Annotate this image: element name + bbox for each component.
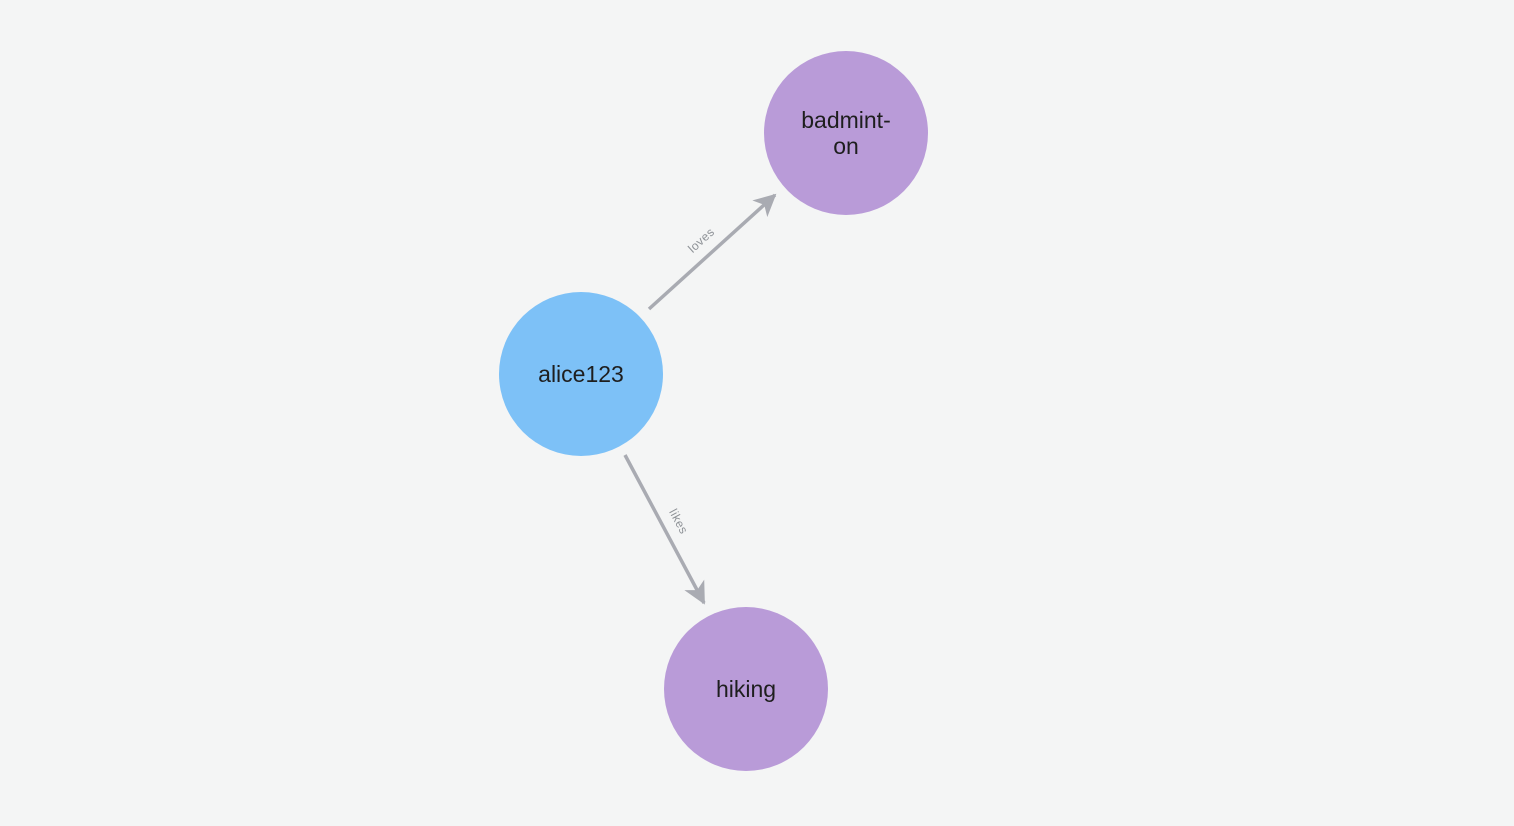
node-circle-hiking[interactable] [664, 607, 828, 771]
node-hiking[interactable]: hiking [664, 607, 828, 771]
node-circle-badminton[interactable] [764, 51, 928, 215]
edge-line[interactable] [623, 454, 706, 605]
node-badminton[interactable]: badmint-on [764, 51, 928, 215]
edge-line[interactable] [647, 193, 777, 311]
node-alice123[interactable]: alice123 [499, 292, 663, 456]
node-circle-alice123[interactable] [499, 292, 663, 456]
